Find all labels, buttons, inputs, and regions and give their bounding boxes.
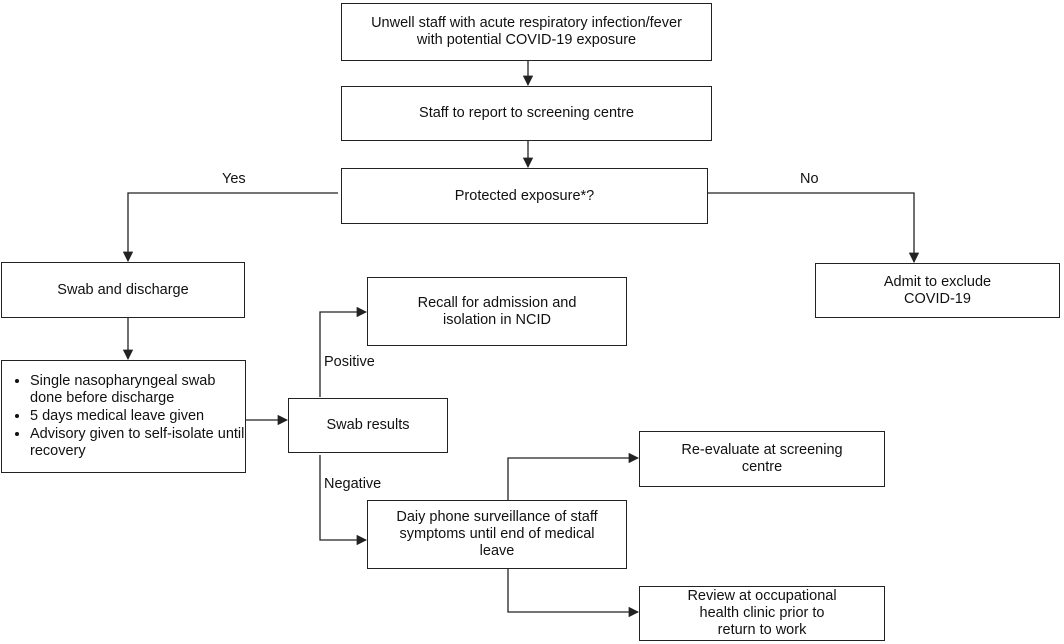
discharge-action-item: Advisory given to self-isolate until rec… (30, 426, 245, 460)
reevaluate-line2: centre (741, 459, 783, 475)
review-line2: health clinic prior to (699, 605, 825, 621)
surveillance-line3: leave (479, 543, 515, 559)
start-node-line1: Unwell staff with acute respiratory infe… (371, 15, 682, 31)
admit-line2: COVID-19 (904, 290, 971, 307)
swab-discharge-node: Swab and discharge (1, 262, 245, 318)
yes-label: Yes (222, 171, 246, 187)
recall-line2: isolation in NCID (443, 311, 551, 328)
discharge-actions-node: Single nasopharyngeal swab done before d… (1, 360, 246, 473)
arrow-negative-to-surveillance (319, 455, 368, 546)
protected-exposure-text: Protected exposure*? (454, 187, 595, 204)
negative-label: Negative (324, 476, 382, 492)
swab-results-text: Swab results (326, 417, 410, 433)
positive-label: Positive (324, 354, 375, 370)
reevaluate-line1: Re-evaluate at screening (681, 442, 843, 458)
arrow-positive-to-recall (319, 306, 368, 397)
admit-node: Admit to exclude COVID-19 (815, 263, 1060, 318)
surveillance-line2: symptoms until end of medical (399, 526, 595, 542)
arrow-surveillance-to-reevaluate (507, 452, 640, 500)
protected-exposure-node: Protected exposure*? (341, 168, 708, 224)
arrow-surveillance-to-review (507, 569, 640, 618)
surveillance-node: Daiy phone surveillance of staff symptom… (367, 500, 627, 569)
report-node-text: Staff to report to screening centre (419, 105, 634, 121)
review-node: Review at occupational health clinic pri… (639, 586, 885, 641)
reevaluate-node: Re-evaluate at screening centre (639, 431, 885, 487)
start-node: Unwell staff with acute respiratory infe… (341, 3, 712, 61)
recall-line1: Recall for admission and (417, 294, 577, 311)
review-line1: Review at occupational (687, 588, 837, 604)
admit-line1: Admit to exclude (883, 273, 992, 290)
no-label: No (800, 171, 819, 187)
arrow-yes-to-swab-discharge (122, 192, 338, 263)
arrow-no-to-admit (708, 192, 920, 264)
recall-node: Recall for admission and isolation in NC… (367, 277, 627, 346)
discharge-action-item: Single nasopharyngeal swab done before d… (30, 373, 245, 407)
surveillance-line1: Daiy phone surveillance of staff (396, 509, 598, 525)
swab-results-node: Swab results (288, 398, 448, 453)
discharge-actions-list: Single nasopharyngeal swab done before d… (2, 373, 245, 461)
start-node-line2: with potential COVID-19 exposure (416, 32, 637, 48)
discharge-action-item: 5 days medical leave given (30, 408, 245, 425)
swab-discharge-text: Swab and discharge (57, 281, 189, 298)
review-line3: return to work (717, 622, 807, 638)
report-node: Staff to report to screening centre (341, 86, 712, 141)
